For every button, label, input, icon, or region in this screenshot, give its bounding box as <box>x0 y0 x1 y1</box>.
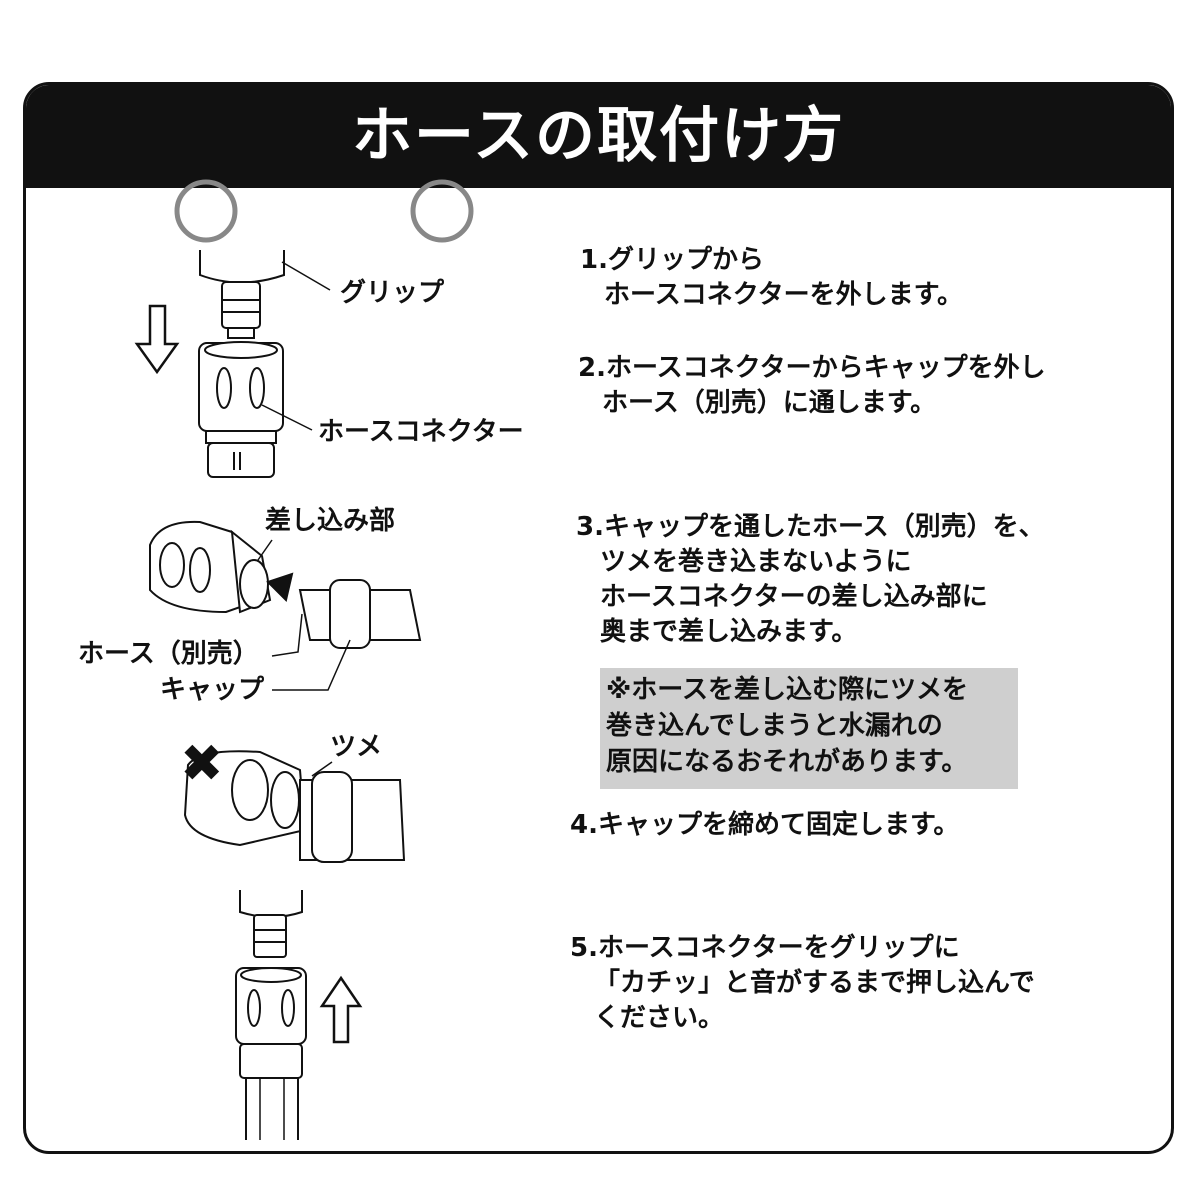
note-line-3: 原因になるおそれがあります。 <box>606 747 968 777</box>
ring-decoration <box>174 179 238 243</box>
up-arrow-icon <box>319 975 363 1044</box>
step-5-line-2: 「カチッ」と音がするまで押し込んで <box>594 968 1035 998</box>
step-5-line-1: 5.ホースコネクターをグリップに <box>570 933 960 963</box>
note-line-2: 巻き込んでしまうと水漏れの <box>606 711 943 741</box>
ring-decoration <box>410 179 474 243</box>
wrong-example-illustration <box>183 750 406 863</box>
connector-leader-line <box>261 404 313 431</box>
step-5: 5.ホースコネクターをグリップに 「カチッ」と音がするまで押し込んで ください。 <box>570 931 1035 1036</box>
step-3-line-1: 3.キャップを通したホース（別売）を、 <box>576 512 1045 542</box>
claw-leader-line <box>311 761 333 777</box>
cap-leader-line <box>272 639 351 691</box>
step-5-line-3: ください。 <box>594 1003 725 1033</box>
step-3-line-4: 奥まで差し込みます。 <box>600 617 858 647</box>
step-3: 3.キャップを通したホース（別売）を、 ツメを巻き込まないように ホースコネクタ… <box>576 510 1045 650</box>
grip-leader-line <box>281 261 331 291</box>
step-2: 2.ホースコネクターからキャップを外し ホース（別売）に通します。 <box>578 351 1046 421</box>
label-grip: グリップ <box>340 278 445 308</box>
label-cap: キャップ <box>160 675 265 705</box>
insertion-illustration <box>149 520 422 649</box>
wrong-mark-icon: ✖ <box>180 734 224 794</box>
step-3-line-3: ホースコネクターの差し込み部に <box>600 582 988 612</box>
step-4-line-1: 4.キャップを締めて固定します。 <box>570 810 960 840</box>
label-hose: ホース（別売） <box>78 639 259 669</box>
reattach-illustration <box>235 890 307 1140</box>
step-2-line-2: ホース（別売）に通します。 <box>602 388 937 418</box>
warning-note: ※ホースを差し込む際にツメを 巻き込んでしまうと水漏れの 原因になるおそれがあり… <box>600 668 1018 789</box>
label-insert-part: 差し込み部 <box>265 506 396 536</box>
label-hose-connector: ホースコネクター <box>318 417 524 447</box>
step-3-line-2: ツメを巻き込まないように <box>600 547 912 577</box>
step-1-line-1: 1.グリップから <box>580 245 764 275</box>
down-arrow-icon <box>134 304 180 375</box>
step-1-line-2: ホースコネクターを外します。 <box>604 280 964 310</box>
page-title: ホースの取付け方 <box>352 101 845 171</box>
hose-leader-line <box>271 613 303 657</box>
step-2-line-1: 2.ホースコネクターからキャップを外し <box>578 353 1046 383</box>
grip-connector-illustration <box>198 250 285 478</box>
step-4: 4.キャップを締めて固定します。 <box>570 808 959 843</box>
note-line-1: ※ホースを差し込む際にツメを <box>606 675 968 705</box>
label-claw: ツメ <box>330 732 383 762</box>
step-1: 1.グリップから ホースコネクターを外します。 <box>580 243 963 313</box>
title-bar: ホースの取付け方 <box>26 85 1171 188</box>
insert-leader-line <box>257 539 273 561</box>
